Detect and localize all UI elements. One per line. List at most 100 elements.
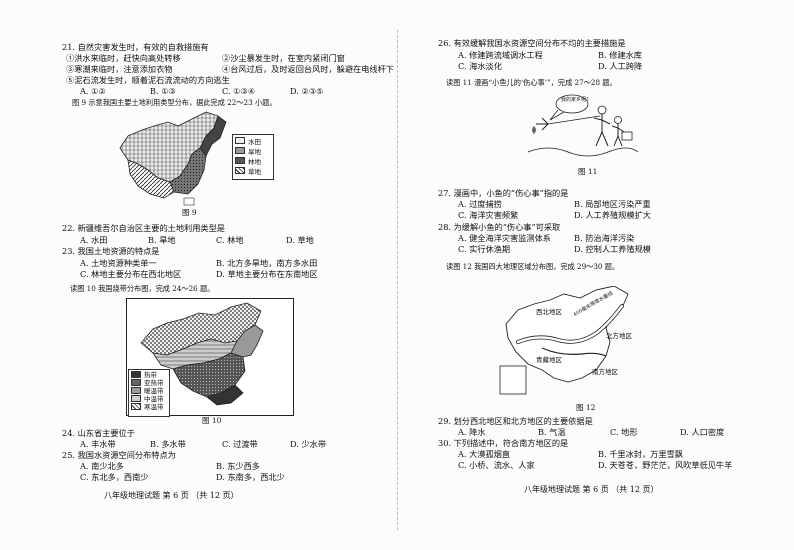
fig11-cartoon: 我的家乡呢？ bbox=[527, 90, 639, 160]
q24-option-d: D. 少水带 bbox=[290, 439, 327, 449]
legend-row: 水田 bbox=[235, 136, 271, 146]
left-page-footer: 八年级地理试题 第 6 页 （共 12 页） bbox=[104, 491, 239, 500]
fig12-label-qinghai-tibet: 青藏地区 bbox=[536, 356, 562, 364]
q30-stem: 30. 下列描述中，符合南方地区的是 bbox=[438, 438, 569, 448]
q23-option-a: A. 土地资源种类单一 bbox=[80, 258, 157, 268]
q27-option-a: A. 过度捕捞 bbox=[458, 199, 502, 209]
legend-row: 寒温带 bbox=[131, 402, 167, 411]
q23-option-d: D. 草地主要分布在东南地区 bbox=[216, 269, 318, 279]
q21-option-a: A. ①② bbox=[80, 86, 106, 96]
column-divider bbox=[397, 30, 398, 530]
q26-option-d: D. 人工跨降 bbox=[598, 61, 643, 71]
q27-option-b: B. 局部地区污染严重 bbox=[574, 199, 651, 209]
q28-stem: 28. 为缓解小鱼的“伤心事”可采取 bbox=[438, 222, 561, 232]
q26-option-a: A. 修建跨流域调水工程 bbox=[458, 50, 543, 60]
china-land-use-map bbox=[119, 111, 227, 206]
legend-row: 林地 bbox=[235, 156, 271, 166]
fig12-four-regions-map: 西北地区 青藏地区 北方地区 南方地区 400毫米等降水量线 bbox=[498, 285, 658, 398]
q23-stem: 23. 我国土地资源的特点是 bbox=[62, 246, 160, 256]
fig9-legend: 水田 旱地 林地 草地 bbox=[232, 134, 274, 180]
right-page-footer: 八年级地理试题 第 6 页 （共 12 页） bbox=[524, 485, 659, 494]
q25-stem: 25. 我国水资源空间分布特点为 bbox=[62, 450, 176, 460]
q29-option-a: A. 降水 bbox=[458, 427, 486, 437]
q29-stem: 29. 划分西北地区和北方地区的主要依据是 bbox=[438, 416, 593, 426]
fig9-land-use-map bbox=[108, 108, 268, 208]
legend-label: 中温带 bbox=[144, 395, 164, 403]
fig11-caption: 图 11 bbox=[578, 167, 598, 176]
q24-stem: 24. 山东省主要位于 bbox=[62, 428, 135, 438]
fig10-caption: 图 10 bbox=[202, 416, 222, 425]
fig12-label-south: 南方地区 bbox=[592, 368, 618, 376]
fig10-intro: 读图 10 我国烧带分布图，完成 24～26 题。 bbox=[70, 284, 215, 293]
q25-option-c: C. 东北多，西南少 bbox=[80, 472, 149, 482]
fig12-caption: 图 12 bbox=[576, 403, 596, 412]
q21-s4: ④台风过后，及时返回台风时，躲避在电线杆下 bbox=[222, 64, 394, 74]
q28-option-d: D. 控制人工养殖规模 bbox=[574, 244, 651, 254]
q24-option-c: C. 过渡带 bbox=[222, 439, 258, 449]
legend-label: 暖温带 bbox=[144, 387, 164, 395]
q27-option-d: D. 人工养殖规模扩大 bbox=[574, 210, 651, 220]
legend-row: 旱地 bbox=[235, 146, 271, 156]
q30-option-b: B. 千里冰封，万里雪飘 bbox=[598, 449, 683, 459]
q21-s1: ①洪水来临时，赶快向高处转移 bbox=[66, 53, 181, 63]
q21-s3: ③寒潮来临时，注意添加衣物 bbox=[66, 64, 173, 74]
q24-option-a: A. 丰水带 bbox=[80, 439, 116, 449]
legend-label: 草地 bbox=[248, 167, 261, 176]
q26-stem: 26. 有效缓解我国水资源空间分布不均的主要措施是 bbox=[438, 38, 626, 48]
legend-label: 寒温带 bbox=[144, 403, 164, 411]
q21-option-d: D. ②③⑤ bbox=[290, 86, 324, 96]
fig12-label-northwest: 西北地区 bbox=[536, 308, 562, 316]
cartoon-fishing-scene bbox=[527, 94, 639, 157]
q22-option-d: D. 草地 bbox=[286, 235, 314, 245]
fig11-intro: 读图 11 漫画“小鱼儿的‘伤心事’”，完成 27～28 题。 bbox=[446, 78, 617, 87]
q22-option-b: B. 旱地 bbox=[148, 235, 176, 245]
q22-option-c: C. 林地 bbox=[216, 235, 244, 245]
legend-row: 暖温带 bbox=[131, 386, 167, 395]
q22-option-a: A. 水田 bbox=[80, 235, 108, 245]
fig9-intro: 图 9 示意我国主要土地利用类型分布，据此完成 22～23 小题。 bbox=[72, 98, 277, 107]
q29-option-d: D. 人口密度 bbox=[680, 427, 725, 437]
q27-option-c: C. 海洋灾害频繁 bbox=[458, 210, 519, 220]
q27-stem: 27. 漫画中，小鱼的“伤心事”指的是 bbox=[438, 188, 569, 198]
q25-option-d: D. 东南多，西北少 bbox=[216, 472, 285, 482]
q23-option-c: C. 林地主要分布在西北地区 bbox=[80, 269, 182, 279]
q25-option-b: B. 东少西多 bbox=[216, 461, 260, 471]
legend-label: 热带 bbox=[144, 371, 157, 379]
q26-option-b: B. 修建水库 bbox=[598, 50, 642, 60]
q30-option-a: A. 大漠孤烟直 bbox=[458, 449, 511, 459]
china-water-zone-map bbox=[140, 302, 264, 406]
q21-stem: 21. 自然灾害发生时，有效的自救措施有 bbox=[62, 42, 209, 52]
q21-option-b: B. ①③ bbox=[150, 86, 176, 96]
q25-option-a: A. 南少北多 bbox=[80, 461, 124, 471]
q21-s5: ⑤泥石流发生时，顺着泥石流流动的方向逃生 bbox=[66, 75, 230, 85]
legend-label: 旱地 bbox=[248, 147, 261, 156]
q24-option-b: B. 多水带 bbox=[150, 439, 186, 449]
legend-row: 草地 bbox=[235, 166, 271, 176]
fig12-label-north: 北方地区 bbox=[606, 332, 632, 340]
fig12-intro: 读图 12 我国四大地理区域分布图，完成 29～30 题。 bbox=[446, 262, 620, 271]
q28-option-b: B. 防治海洋污染 bbox=[574, 233, 635, 243]
fig10-legend: 热带 亚热带 暖温带 中温带 寒温带 bbox=[128, 369, 170, 417]
fig9-caption: 图 9 bbox=[182, 208, 197, 217]
legend-label: 亚热带 bbox=[144, 379, 164, 387]
legend-row: 中温带 bbox=[131, 394, 167, 403]
legend-row: 热带 bbox=[131, 370, 167, 379]
q29-option-b: B. 气温 bbox=[538, 427, 566, 437]
legend-label: 林地 bbox=[248, 157, 261, 166]
q30-option-c: C. 小桥、流水、人家 bbox=[458, 460, 535, 470]
q23-option-b: B. 北方多旱地，南方多水田 bbox=[216, 258, 318, 268]
china-four-regions-map bbox=[499, 285, 629, 395]
q21-s2: ②沙尘暴发生时，在室内紧闭门窗 bbox=[222, 53, 345, 63]
q21-option-c: C. ①③④ bbox=[222, 86, 256, 96]
q28-option-a: A. 健全海洋灾害监测体系 bbox=[458, 233, 551, 243]
legend-label: 水田 bbox=[248, 137, 261, 146]
q28-option-c: C. 实行休渔期 bbox=[458, 244, 511, 254]
fig10-water-zone-map bbox=[126, 298, 294, 416]
q22-stem: 22. 新疆维吾尔自治区主要的土地利用类型是 bbox=[62, 223, 225, 233]
fig11-bubble-text: 我的家乡呢？ bbox=[561, 97, 592, 103]
q30-option-d: D. 天苍苍，野茫茫，风吹草低见牛羊 bbox=[598, 460, 733, 470]
q29-option-c: C. 地形 bbox=[610, 427, 638, 437]
legend-row: 亚热带 bbox=[131, 378, 167, 387]
q26-option-c: C. 海水淡化 bbox=[458, 61, 502, 71]
